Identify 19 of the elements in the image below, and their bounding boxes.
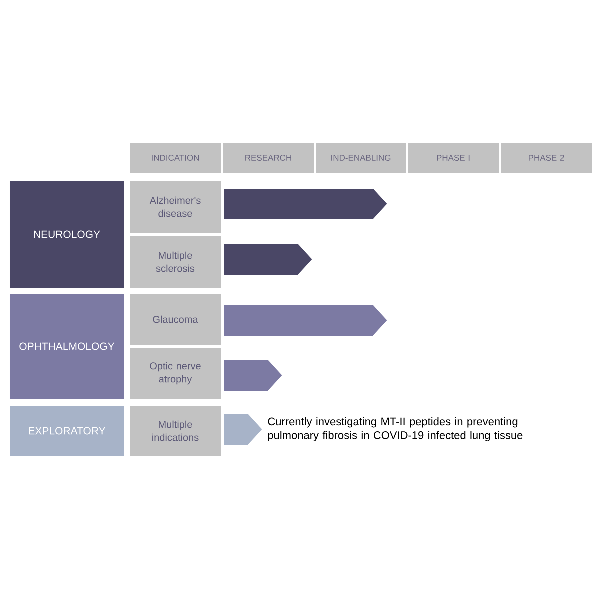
note-text: Currently investigating MT-II peptides in preventing pulmonary fibrosis in COVID-19 infected lung tissue (268, 418, 523, 442)
header-cell: PHASE 2 (501, 143, 592, 173)
progress-bar (224, 414, 262, 445)
indication-box: Glaucoma (130, 294, 221, 345)
category-box: NEUROLOGY (10, 181, 124, 288)
header-cell: IND-ENABLING (316, 143, 406, 173)
progress-bar (224, 189, 388, 219)
indication-box: Multiple indications (130, 406, 221, 456)
progress-bar (224, 244, 312, 275)
progress-bar (224, 360, 282, 391)
header-cell: INDICATION (130, 143, 221, 173)
header-cell: RESEARCH (223, 143, 314, 173)
indication-box: Alzheimer's disease (130, 181, 221, 233)
category-box: OPHTHALMOLOGY (10, 294, 124, 399)
header-cell: PHASE I (408, 143, 499, 173)
progress-bar (224, 305, 388, 336)
indication-box: Multiple sclerosis (130, 236, 221, 288)
category-box: EXPLORATORY (10, 406, 124, 456)
indication-box: Optic nerve atrophy (130, 348, 221, 399)
